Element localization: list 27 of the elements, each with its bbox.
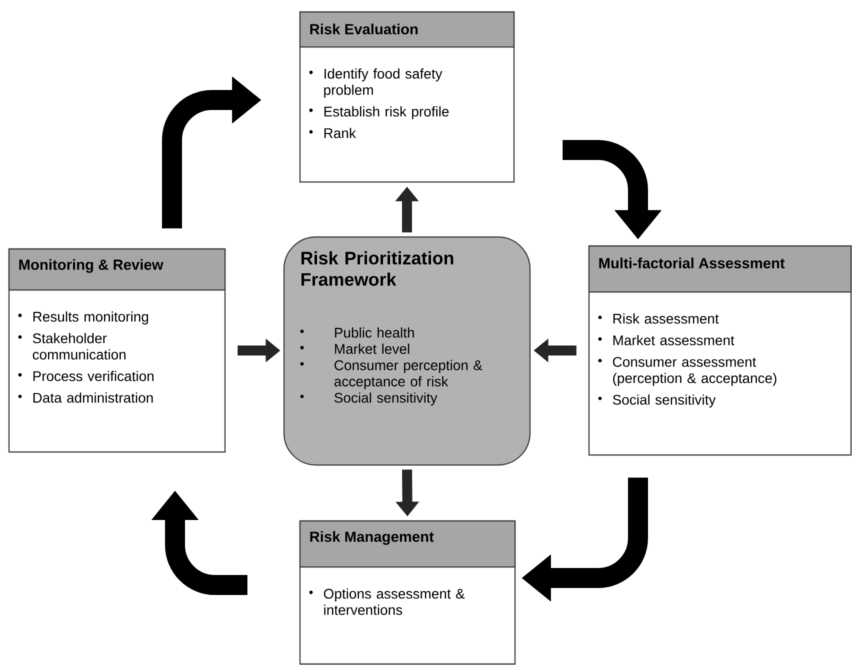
process-box <box>588 245 852 456</box>
box-heading: Risk Evaluation <box>310 24 418 34</box>
node-label: Stakeholder communication <box>32 333 126 360</box>
node-label: Data administration <box>33 392 153 403</box>
node-label: Market level <box>335 344 410 354</box>
node-label: Consumer perception & acceptance of risk <box>334 360 482 390</box>
bullet-list: Identify food safety problem Establish risk profile Rank <box>309 68 449 138</box>
process-box <box>8 248 226 453</box>
node-label: Risk assessment <box>613 313 719 324</box>
bullet-list: Risk assessment Market assessment Consumer assessment (perception & acceptance) Social sensitivity <box>598 313 776 408</box>
node-label: Consumer assessment (perception & acceptance) <box>612 356 776 386</box>
box-heading: Risk Management <box>310 531 434 545</box>
process-box <box>299 520 516 665</box>
node-label: Process verification <box>33 370 154 382</box>
node-label: Public health <box>335 327 414 338</box>
process-box <box>283 236 531 466</box>
box-heading: Multi-factorial Assessment <box>599 258 785 268</box>
node-label: Social sensitivity <box>334 392 438 406</box>
bullet-list: Public health Market level Consumer perception & acceptance of risk Social sensitivity <box>300 327 482 406</box>
node-label: Social sensitivity <box>612 394 716 408</box>
box-heading: Risk Prioritization Framework <box>301 251 454 286</box>
bullet-list: Options assessment & interventions <box>309 588 465 615</box>
node-label: Market assessment <box>613 334 734 346</box>
box-heading: Monitoring & Review <box>19 259 164 273</box>
node-label: Results monitoring <box>33 311 148 324</box>
bullet-list: Results monitoring Stakeholder communication Process verification Data administration <box>18 311 154 403</box>
process-box <box>299 11 515 183</box>
